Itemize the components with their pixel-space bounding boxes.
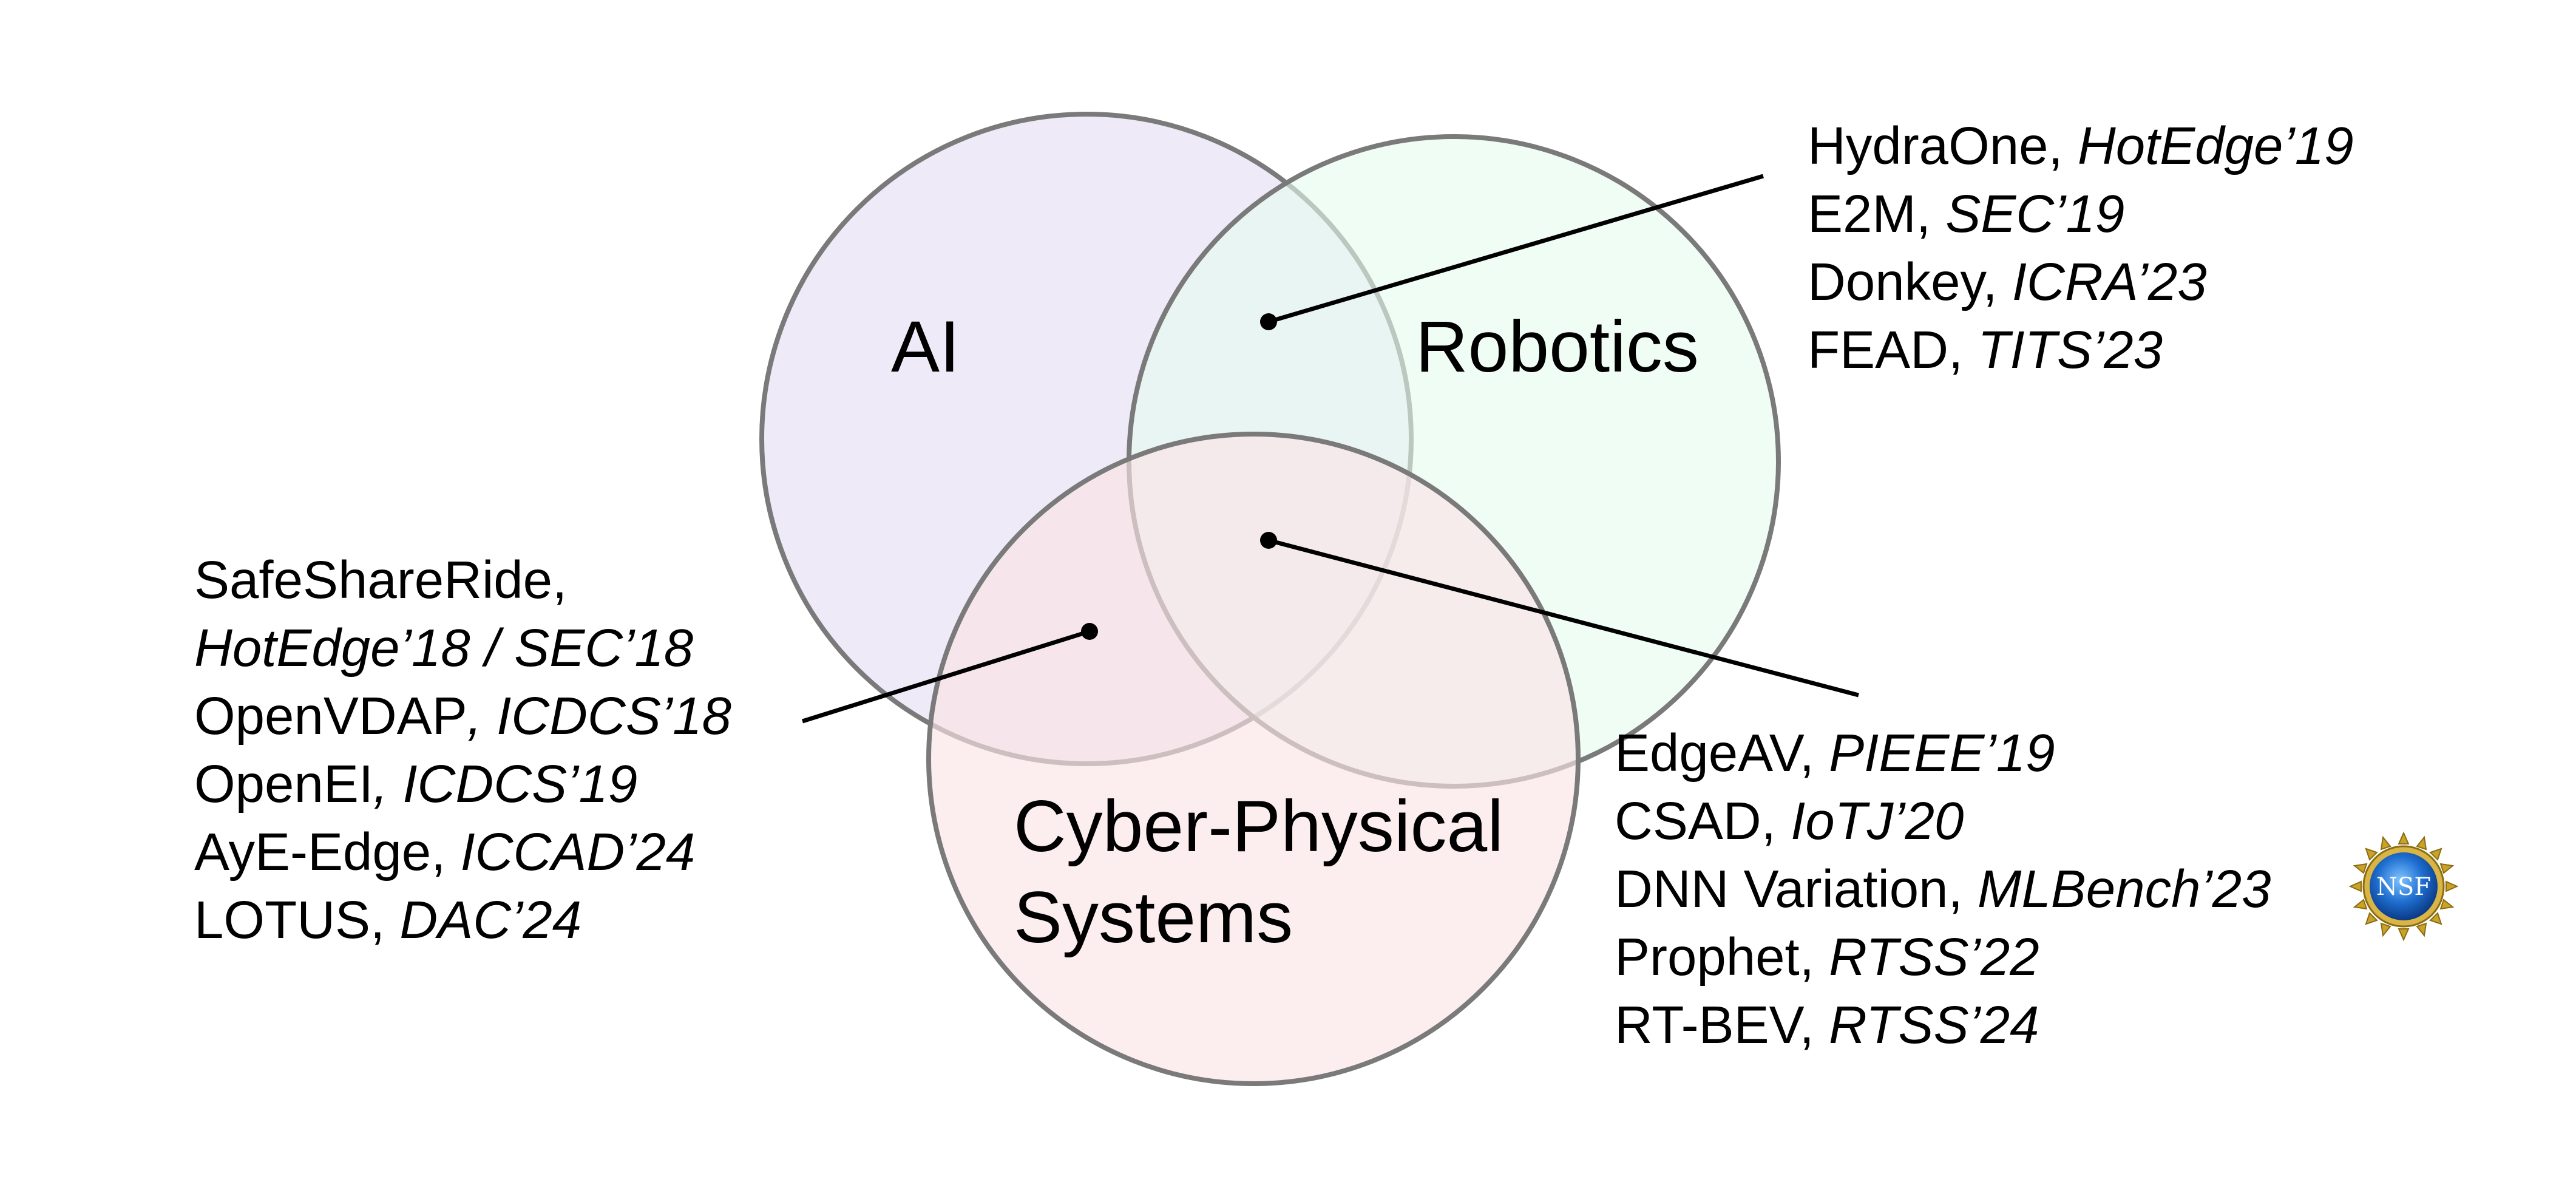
robotics-label: Robotics (1415, 306, 1699, 387)
cps-label-line2: Systems (1014, 877, 1293, 958)
list-item: Donkey, ICRA’23 (1808, 253, 2207, 311)
nsf-logo-text: NSF (2376, 873, 2431, 901)
list-item: OpenVDAP, ICDCS’18 (194, 687, 731, 746)
ai-label: AI (891, 306, 960, 387)
nsf-logo-rays (2348, 831, 2459, 942)
ai-robotics-leader (1268, 174, 1764, 324)
list-item: Prophet, RTSS’22 (1615, 928, 2039, 987)
list-item: LOTUS, DAC’24 (194, 891, 581, 950)
nsf-logo-globe (2370, 852, 2438, 920)
list-item: SafeShareRide, (194, 551, 567, 610)
center-dot (1260, 532, 1277, 549)
ai-robotics-list: HydraOne, HotEdge’19 E2M, SEC’19 Donkey,… (1808, 117, 2354, 379)
list-item: AyE-Edge, ICCAD’24 (194, 823, 695, 882)
list-item: HotEdge’18 / SEC’18 (194, 619, 693, 678)
list-item: CSAD, IoTJ’20 (1615, 792, 1964, 851)
list-item: FEAD, TITS’23 (1808, 321, 2163, 379)
center-leader (1268, 538, 1859, 698)
list-item: OpenEI, ICDCS’19 (194, 755, 637, 814)
list-item: DNN Variation, MLBench’23 (1615, 860, 2271, 919)
ai-cps-list: SafeShareRide, HotEdge’18 / SEC’18 OpenV… (194, 551, 731, 950)
cps-label-line1: Cyber-Physical (1014, 786, 1503, 867)
ai-robotics-dot (1260, 313, 1277, 330)
list-item: HydraOne, HotEdge’19 (1808, 117, 2354, 175)
ai-cps-leader (801, 629, 1091, 724)
ai-cps-dot (1081, 623, 1098, 640)
all-three-list: EdgeAV, PIEEE’19 CSAD, IoTJ’20 DNN Varia… (1615, 724, 2271, 1055)
list-item: RT-BEV, RTSS’24 (1615, 996, 2039, 1055)
nsf-logo: NSF (2348, 831, 2459, 942)
cps-circle (926, 432, 1581, 1086)
list-item: E2M, SEC’19 (1808, 185, 2124, 243)
list-item: EdgeAV, PIEEE’19 (1615, 724, 2055, 783)
